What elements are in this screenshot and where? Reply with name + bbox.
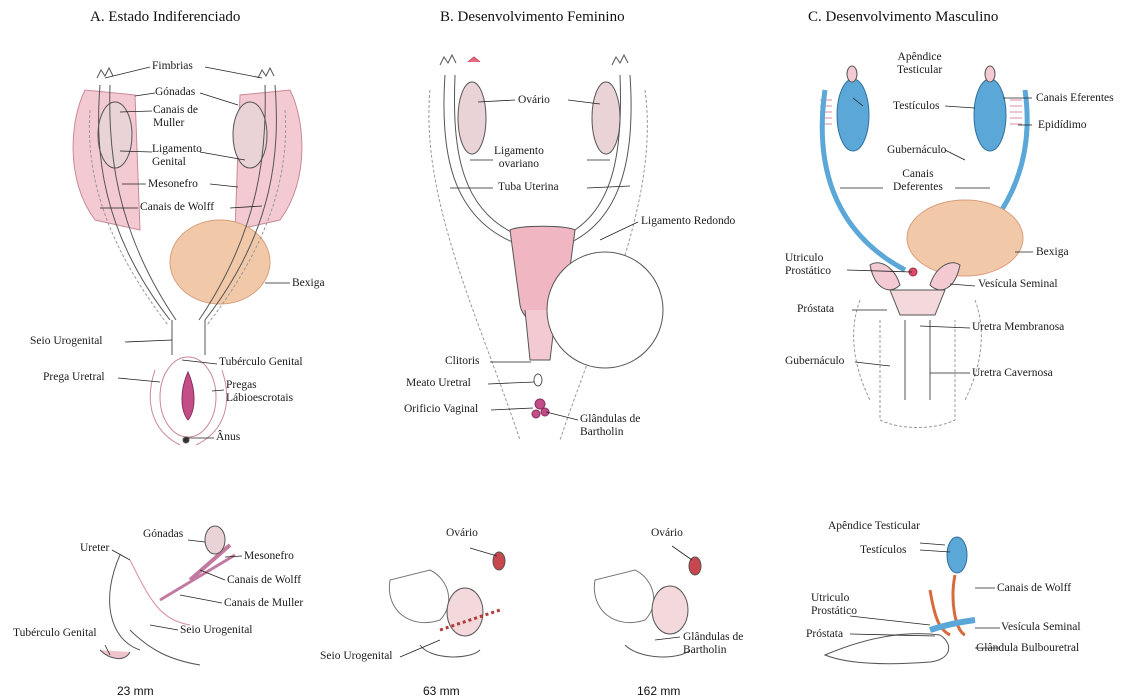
lower-indiferenciado-drawing — [100, 526, 235, 665]
label-a-fimbrias: Fimbrias — [152, 60, 193, 73]
label-a-tuberculo-genital: Tubérculo Genital — [219, 356, 303, 369]
label-a-seio-urogenital: Seio Urogenital — [30, 335, 103, 348]
panel-b-title: B. Desenvolvimento Feminino — [440, 9, 625, 26]
label-lower-a-gonadas: Gónadas — [143, 528, 183, 541]
label-b-orificio-vaginal: Orificio Vaginal — [404, 403, 478, 416]
label-lower-a-mesonefro: Mesonefro — [244, 550, 294, 563]
lower-feminino-63-drawing — [389, 552, 505, 657]
label-lower-a-ureter: Ureter — [80, 542, 109, 555]
label-lower-m-utriculo-prostatico: Utriculo Prostático — [811, 592, 857, 618]
label-a-pregas-labioescrotais: Pregas Lábioescrotais — [226, 379, 293, 405]
label-lower-a-seio-urogenital: Seio Urogenital — [180, 624, 253, 637]
label-c-gubernaculo-top: Gubernáculo — [887, 144, 946, 157]
label-lower-m-testiculos: Testículos — [860, 544, 906, 557]
label-lower-a-tuberculo-genital: Tubérculo Genital — [13, 627, 97, 640]
label-lower-a-canais-muller: Canais de Muller — [224, 597, 303, 610]
label-a-gonadas: Gónadas — [155, 86, 195, 99]
label-b-ligamento-ovariano: Ligamento ovariano — [494, 145, 544, 171]
size-23mm: 23 mm — [117, 684, 154, 698]
size-63mm: 63 mm — [423, 684, 460, 698]
label-c-bexiga: Bexiga — [1036, 246, 1069, 259]
size-162mm: 162 mm — [637, 684, 680, 698]
label-c-gubernaculo-bottom: Gubernáculo — [785, 355, 844, 368]
label-c-uretra-membranosa: Uretra Membranosa — [972, 321, 1064, 334]
label-b-clitoris: Clitoris — [445, 355, 480, 368]
label-c-utriculo-prostatico: Utriculo Prostático — [785, 252, 831, 278]
label-lower-m-vesicula-seminal: Vesícula Seminal — [1001, 621, 1081, 634]
label-lower-m-apendice-testicular: Apêndice Testicular — [828, 520, 920, 533]
label-b-meato-uretral: Meato Uretral — [406, 377, 471, 390]
label-a-ligamento-genital: Ligamento Genital — [152, 143, 202, 169]
label-b-glandulas-bartholin: Glândulas de Bartholin — [580, 413, 640, 439]
panel-a-title: A. Estado Indiferenciado — [90, 9, 240, 26]
label-a-bexiga: Bexiga — [292, 277, 325, 290]
label-c-testiculos: Testículos — [893, 100, 939, 113]
label-lower-63-ovario: Ovário — [446, 527, 478, 540]
label-lower-162-glandulas-bartholin: Glândulas de Bartholin — [683, 631, 743, 657]
label-lower-162-ovario: Ovário — [651, 527, 683, 540]
label-lower-a-canais-wolff: Canais de Wolff — [227, 574, 301, 587]
label-b-ligamento-redondo: Ligamento Redondo — [641, 215, 735, 228]
label-c-canais-eferentes: Canais Eferentes — [1036, 92, 1114, 105]
label-a-anus: Ânus — [216, 431, 240, 444]
label-b-ovario: Ovário — [518, 94, 550, 107]
label-c-apendice-testicular: Apêndice Testicular — [897, 51, 942, 77]
label-c-epididimo: Epidídimo — [1038, 119, 1087, 132]
label-c-canais-deferentes: Canais Deferentes — [893, 168, 943, 194]
label-lower-m-canais-wolff: Canais de Wolff — [997, 582, 1071, 595]
label-lower-m-glandula-bulbouretral: Glândula Bulbouretral — [976, 642, 1079, 655]
label-a-canais-wolff: Canais de Wolff — [140, 201, 214, 214]
label-a-mesonefro: Mesonefro — [148, 178, 198, 191]
label-b-tuba-uterina: Tuba Uterina — [498, 181, 559, 194]
label-c-vesicula-seminal: Vesícula Seminal — [978, 278, 1058, 291]
label-lower-63-seio-urogenital: Seio Urogenital — [320, 650, 393, 663]
label-c-prostata: Próstata — [797, 303, 834, 316]
label-c-uretra-cavernosa: Uretra Cavernosa — [972, 367, 1053, 380]
label-lower-m-prostata: Próstata — [806, 628, 843, 641]
label-a-canais-muller: Canais de Muller — [153, 104, 198, 130]
panel-c-title: C. Desenvolvimento Masculino — [808, 9, 998, 26]
label-a-prega-uretral: Prega Uretral — [43, 371, 105, 384]
